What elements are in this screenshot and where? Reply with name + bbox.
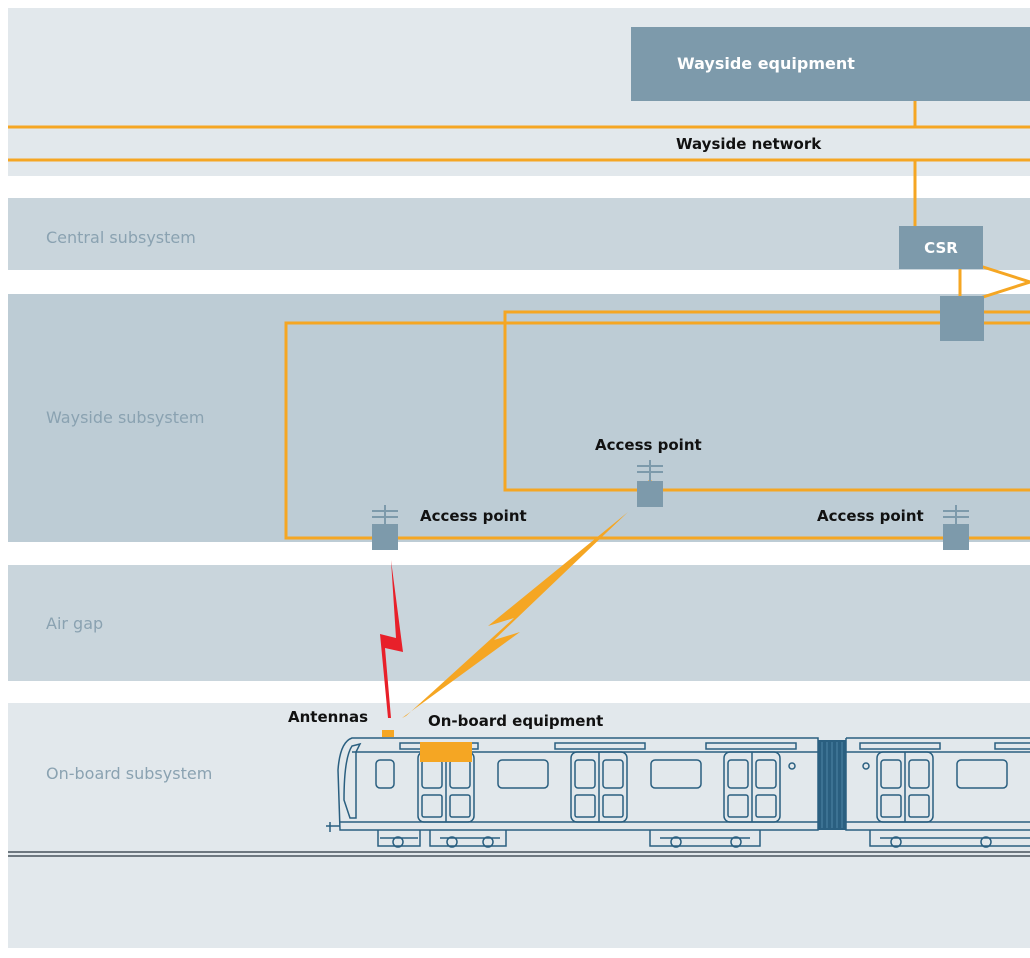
wayside-subsystem-label: Wayside subsystem <box>46 408 205 427</box>
outer-ring-line <box>284 321 1030 540</box>
access-point-center-label: Access point <box>595 436 702 454</box>
access-point-left-label: Access point <box>420 507 527 525</box>
onboard-equipment-label: On-board equipment <box>428 712 604 730</box>
train-antennas <box>382 730 394 737</box>
access-point-center-box <box>637 481 663 507</box>
access-point-right-label: Access point <box>817 507 924 525</box>
central-subsystem-label: Central subsystem <box>46 228 196 247</box>
air-gap-band <box>8 565 1030 681</box>
train-car-1 <box>337 737 819 831</box>
access-point-left-box <box>372 524 398 550</box>
wayside-equipment-label: Wayside equipment <box>677 54 855 73</box>
wayside-equipment-box: Wayside equipment <box>631 27 1030 101</box>
access-point-right-box <box>943 524 969 550</box>
radio-link-active <box>380 560 403 718</box>
network-switch <box>940 296 984 341</box>
onboard-subsystem-label: On-board subsystem <box>46 764 213 783</box>
onboard-equipment-box <box>420 742 472 762</box>
csr-box: CSR <box>899 226 983 269</box>
csr-output-arrow <box>979 264 1030 300</box>
wayside-network-label: Wayside network <box>676 135 822 153</box>
wayside-subsystem-band <box>8 294 1030 542</box>
train-bogie <box>377 830 421 847</box>
antennas-label: Antennas <box>288 708 369 726</box>
radio-link-standby <box>402 512 628 718</box>
inner-ring-line <box>503 310 1030 492</box>
antenna-icon <box>637 460 663 482</box>
central-subsystem-band <box>8 198 1030 270</box>
csr-label: CSR <box>924 238 958 257</box>
antenna-icon <box>943 505 969 527</box>
antenna-icon <box>372 505 398 527</box>
air-gap-label: Air gap <box>46 614 104 633</box>
